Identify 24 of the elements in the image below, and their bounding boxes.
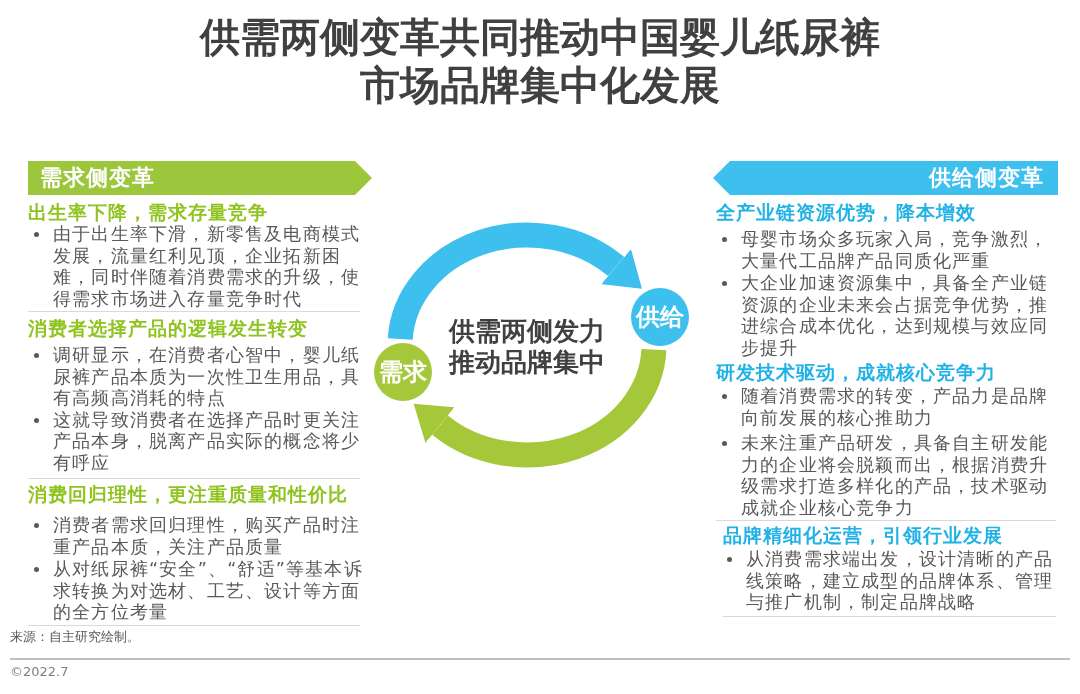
center-caption: 供需两侧发力推动品牌集中 (447, 316, 606, 378)
circle-node: 供给 (631, 288, 689, 346)
section-banner: 供给侧变革 (713, 161, 1058, 195)
bullet-text: 从消费需求端出发，设计清晰的产品线策略，建立成型的品牌体系、管理与推广机制，制定品牌战略 (746, 549, 1055, 614)
bullet-text: 由于出生率下滑，新零售及电商模式发展，流量红利见顶，企业拓新困难，同时伴随着消费需求的升级，使得需求市场进入存量竞争时代 (53, 224, 362, 310)
section-heading: 消费回归理性，更注重质量和性价比 (28, 482, 348, 507)
bullet-text: 随着消费需求的转变，产品力是品牌向前发展的核心推助力 (741, 386, 1050, 429)
section-heading: 研发技术驱动，成就核心竞争力 (716, 360, 996, 385)
section-heading: 品牌精细化运营，引领行业发展 (723, 523, 1003, 548)
bullet-text: 母婴市场众多玩家入局，竞争激烈，大量代工品牌产品同质化严重 (741, 229, 1050, 272)
section-heading: 出生率下降，需求存量竞争 (28, 200, 268, 225)
source-note: 来源：自主研究绘制。 (10, 629, 140, 645)
bullet-text: 消费者需求回归理性，购买产品时注重产品本质，关注产品质量 (53, 515, 362, 558)
bullet-text: 未来注重产品研发，具备自主研发能力的企业将会脱颖而出，根据消费升级需求打造多样化的产品，技术驱动成就企业核心竞争力 (741, 433, 1050, 519)
bullet-text: 从对纸尿裤“安全”、“舒适”等基本诉求转换为对选材、工艺、设计等方面的全方位考量 (53, 559, 364, 624)
copyright-note: ©2022.7 (10, 663, 69, 680)
section-heading: 消费者选择产品的逻辑发生转变 (28, 316, 308, 341)
bullet-text: 大企业加速资源集中，具备全产业链资源的企业未来会占据竞争优势，推进综合成本优化，达到规模与效应同步提升 (741, 273, 1050, 359)
bullet-text: 调研显示，在消费者心智中，婴儿纸尿裤产品本质为一次性卫生用品，具有高频高消耗的特点 (53, 345, 362, 410)
section-banner: 需求侧变革 (28, 161, 372, 195)
title: 供需两侧变革共同推动中国婴儿纸尿裤市场品牌集中化发展 (198, 13, 881, 109)
section-heading: 全产业链资源优势，降本增效 (716, 200, 976, 225)
bullet-text: 这就导致消费者在选择产品时更关注产品本身，脱离产品实际的概念将少有呼应 (53, 409, 362, 474)
circle-node: 需求 (374, 343, 432, 401)
